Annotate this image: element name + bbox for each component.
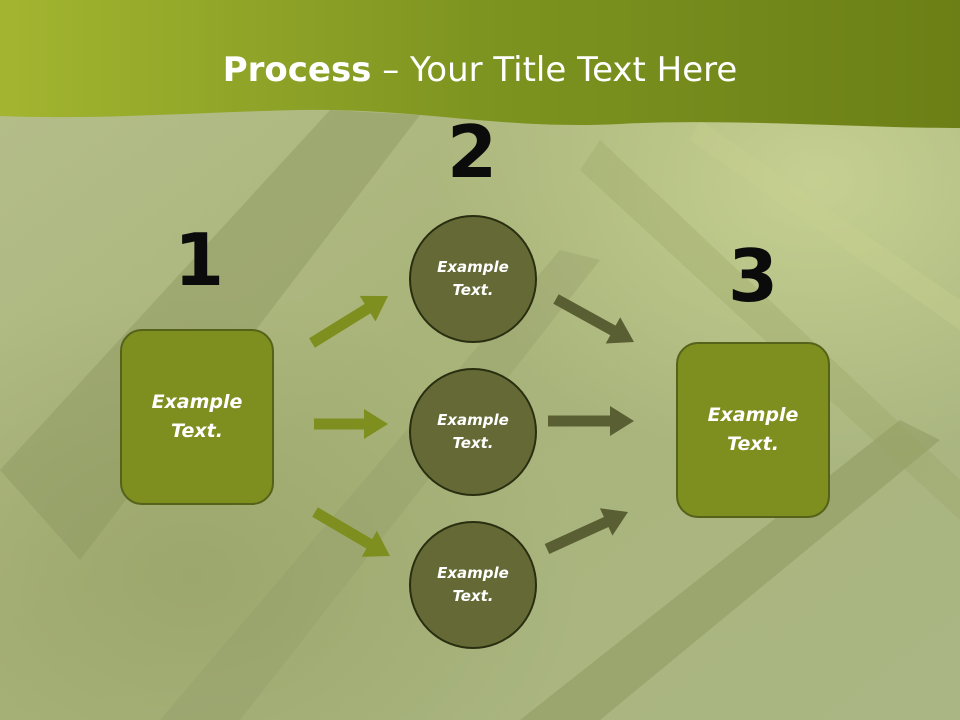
step-number-2: 2 [446,110,498,194]
step-1-label: Example Text. [151,391,243,442]
slide-title: Process – Your Title Text Here [0,50,960,90]
arrow-box1-to-circle-bottom [312,507,390,557]
step-2-circle-top: Example Text. [409,215,537,343]
circle-middle-label: Example Text. [437,411,509,452]
arrow-circle-middle-to-box3 [548,406,634,436]
title-bold: Process [222,50,372,90]
circle-top-label: Example Text. [437,258,509,299]
step-3-box: Example Text. [676,342,830,518]
step-number-1: 1 [173,218,225,302]
arrow-circle-top-to-box3 [553,294,634,344]
step-2-circle-middle: Example Text. [409,368,537,496]
header-band [0,0,960,128]
step-1-box: Example Text. [120,329,274,505]
circle-bottom-label: Example Text. [437,564,509,605]
title-rest: – Your Title Text Here [371,50,738,90]
arrow-box1-to-circle-top [309,295,388,348]
step-3-label: Example Text. [707,404,799,455]
arrow-box1-to-circle-middle [314,409,388,439]
step-number-3: 3 [727,234,779,318]
arrow-circle-bottom-to-box3 [544,508,628,554]
step-2-circle-bottom: Example Text. [409,521,537,649]
